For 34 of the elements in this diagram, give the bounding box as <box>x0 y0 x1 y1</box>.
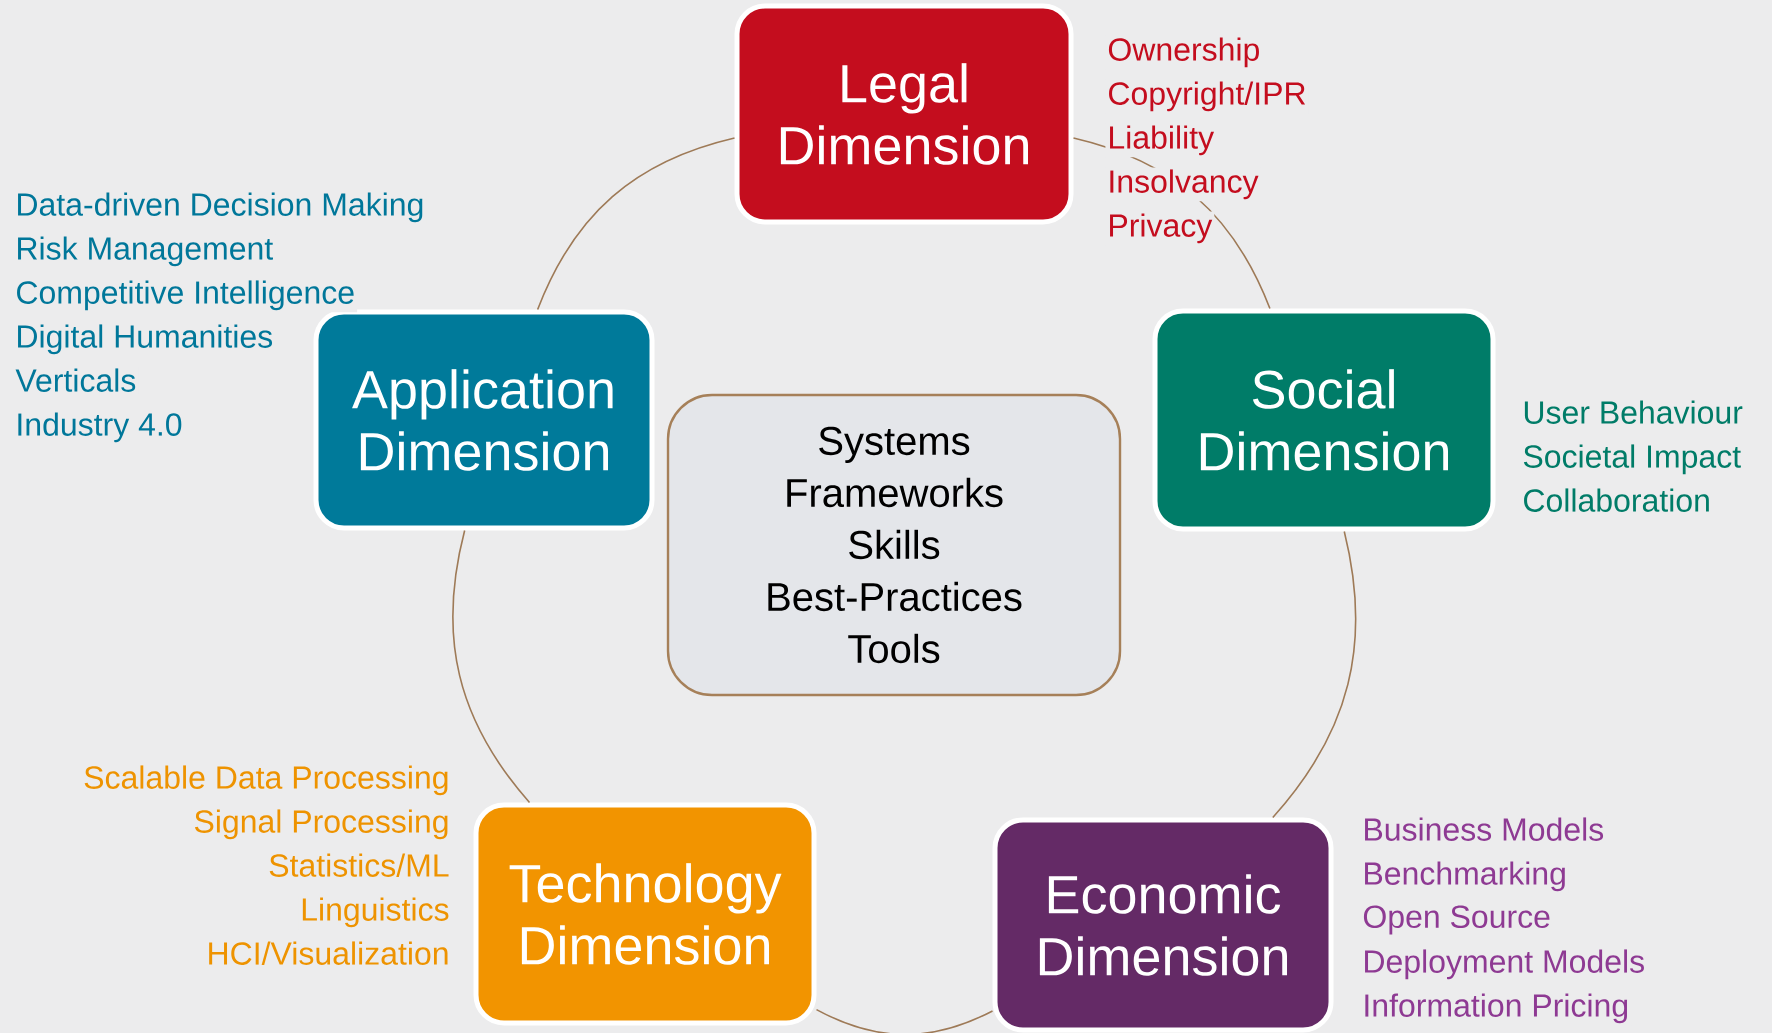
annotation-text: Linguistics <box>298 895 452 930</box>
dimension-box: Legal Dimension <box>734 3 1074 225</box>
annotation-text: Deployment Models <box>1360 947 1648 982</box>
annotation-text: Copyright/IPR <box>1105 79 1309 114</box>
annotation-text: Benchmarking <box>1360 859 1569 894</box>
annotation-text: Societal Impact <box>1520 442 1744 477</box>
connector-arc <box>536 137 736 311</box>
annotation-text: Open Source <box>1360 903 1553 937</box>
annotation-text: Statistics/ML <box>266 851 452 879</box>
dimension-box: Economic Dimension <box>992 817 1334 1033</box>
annotation-text: Competitive Intelligence <box>13 278 358 313</box>
annotation-text: HCI/Visualization <box>204 939 452 967</box>
connector-arc <box>452 529 531 804</box>
dimension-box: Application Dimension <box>313 309 655 531</box>
annotation-text: Information Pricing <box>1360 991 1632 1026</box>
annotation-text: Signal Processing <box>191 807 452 842</box>
annotation-text: Collaboration <box>1520 486 1713 514</box>
annotation-text: Ownership <box>1105 35 1263 70</box>
annotation-text: Digital Humanities <box>13 322 276 357</box>
dimension-box: Technology Dimension <box>473 802 817 1026</box>
annotation-text: Liability <box>1105 123 1217 158</box>
annotation-text: Privacy <box>1105 211 1215 246</box>
annotation-text: Risk Management <box>13 234 276 269</box>
center-box: Systems Frameworks Skills Best-Practices Tools <box>666 393 1122 697</box>
annotation-text: User Behaviour <box>1520 398 1745 426</box>
annotation-text: Data-driven Decision Making <box>13 190 427 225</box>
annotation-text: Industry 4.0 <box>13 410 185 445</box>
annotation-text: Scalable Data Processing <box>81 763 452 798</box>
connector-arc <box>815 1008 994 1033</box>
annotation-text: Insolvancy <box>1105 167 1261 202</box>
annotation-text: Verticals <box>13 366 139 394</box>
annotation-text: Business Models <box>1360 815 1607 843</box>
dimension-box: Social Dimension <box>1152 308 1496 532</box>
connector-arc <box>1272 530 1357 819</box>
